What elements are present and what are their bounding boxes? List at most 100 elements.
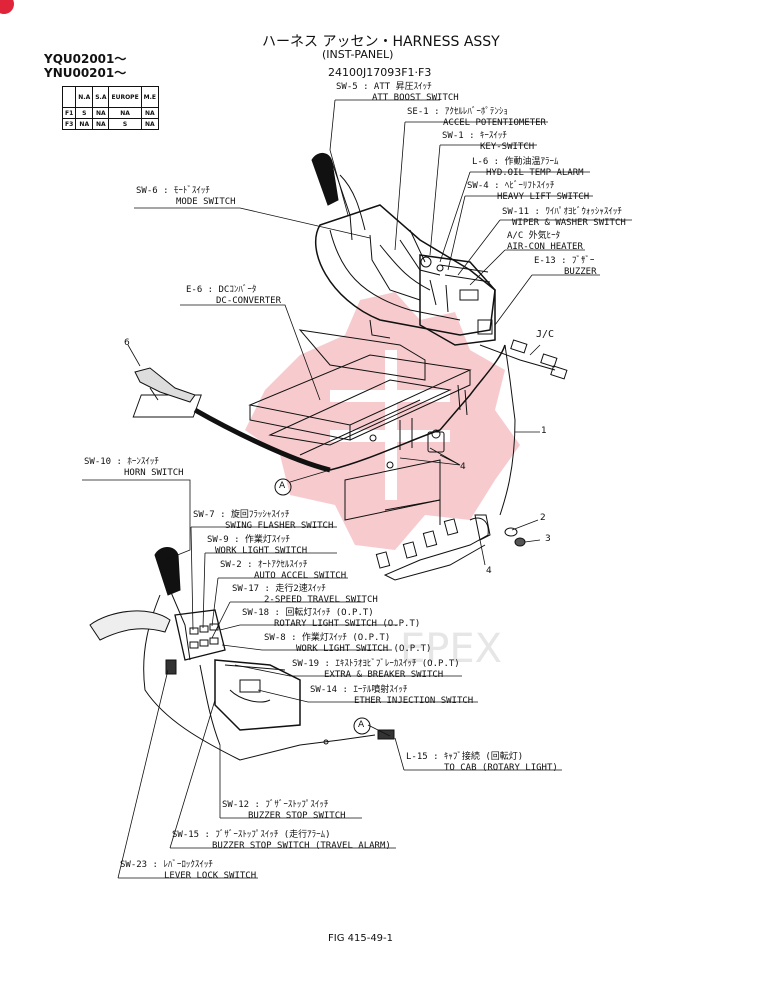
figure-number: FIG 415-49-1 xyxy=(328,933,394,944)
callout-en: ATT BOOST SWITCH xyxy=(372,93,459,103)
callout-en: DC-CONVERTER xyxy=(216,296,282,306)
callout-jp: SW-17 : 走行2速ｽｲｯﾁ xyxy=(232,584,326,594)
callout-en: WIPER & WASHER SWITCH xyxy=(512,218,626,228)
callout-jp: SE-1 : ｱｸｾﾙﾚﾊﾞｰﾎﾟﾃﾝｼｮ xyxy=(407,107,508,117)
table-header-cell: EUROPE xyxy=(108,86,142,108)
callout-en: WORK LIGHT SWITCH xyxy=(215,546,308,556)
callout-jp: SW-18 : 回転灯ｽｲｯﾁ (O.P.T) xyxy=(242,608,374,618)
page-title: ハーネス アッセン・HARNESS ASSY xyxy=(262,34,500,50)
left-console-assy xyxy=(89,547,395,761)
callout-sw23: SW-23 : ﾚﾊﾞｰﾛｯｸｽｲｯﾁ LEVER LOCK SWITCH xyxy=(120,860,256,882)
callout-sw15: SW-15 : ﾌﾞｻﾞｰｽﾄｯﾌﾟｽｲｯﾁ (走行ｱﾗｰﾑ) BUZZER S… xyxy=(172,830,391,852)
table-cell: NA xyxy=(75,118,94,130)
callout-sw7: SW-7 : 旋回ﾌﾗｯｼｬｽｲｯﾁ SWING FLASHER SWITCH xyxy=(193,510,333,532)
callout-jp: L-15 : ｷｬﾌﾞ接続 (回転灯) xyxy=(406,752,524,762)
table-cell: NA xyxy=(92,107,110,119)
callout-en: KEY-SWITCH xyxy=(480,142,535,152)
callout-sw1: SW-1 : ｷｰｽｲｯﾁ KEY-SWITCH xyxy=(442,131,534,153)
callout-en: 2-SPEED TRAVEL SWITCH xyxy=(264,595,378,605)
callout-jp: SW-12 : ﾌﾞｻﾞｰｽﾄｯﾌﾟｽｲｯﾁ xyxy=(222,800,329,810)
callout-jp: SW-6 : ﾓｰﾄﾞｽｲｯﾁ xyxy=(136,186,210,196)
callout-jp: SW-1 : ｷｰｽｲｯﾁ xyxy=(442,131,507,141)
page-subtitle: (INST-PANEL) xyxy=(322,48,394,61)
callout-ac: A/C 外気ﾋｰﾀ AIR-CON HEATER xyxy=(507,231,583,253)
callout-en: HEAVY LIFT SWITCH xyxy=(497,192,590,202)
table-cell: F3 xyxy=(61,118,77,130)
callout-jp: SW-10 : ﾎｰﾝｽｲｯﾁ xyxy=(84,457,159,467)
callout-en: ACCEL POTENTIOMETER xyxy=(443,118,546,128)
callout-en: AUTO ACCEL SWITCH xyxy=(254,571,347,581)
callout-jp: SW-7 : 旋回ﾌﾗｯｼｬｽｲｯﾁ xyxy=(193,510,290,520)
callout-jp: J/C xyxy=(536,329,555,340)
table-cell: NA xyxy=(92,118,110,130)
table-cell: NA xyxy=(140,118,160,130)
callout-en: EXTRA & BREAKER SWITCH xyxy=(324,670,444,680)
callout-l6: L-6 : 作動油温ｱﾗｰﾑ HYD.OIL TEMP ALARM xyxy=(472,157,584,179)
table-header-cell: S.A xyxy=(92,86,110,108)
table-cell: NA xyxy=(108,107,142,119)
callout-jp: L-6 : 作動油温ｱﾗｰﾑ xyxy=(472,157,559,167)
table-cell: F1 xyxy=(61,107,77,119)
callout-jp: SW-23 : ﾚﾊﾞｰﾛｯｸｽｲｯﾁ xyxy=(120,860,213,870)
callout-en: HYD.OIL TEMP ALARM xyxy=(486,168,584,178)
callout-sw12: SW-12 : ﾌﾞｻﾞｰｽﾄｯﾌﾟｽｲｯﾁ BUZZER STOP SWITC… xyxy=(222,800,346,822)
table-header-cell: N.A xyxy=(75,86,94,108)
callout-l15: L-15 : ｷｬﾌﾞ接続 (回転灯) TO CAB (ROTARY LIGHT… xyxy=(406,752,558,774)
leader-lines xyxy=(82,99,632,879)
callout-e6: E-6 : DCｺﾝﾊﾞｰﾀ DC-CONVERTER xyxy=(186,285,281,307)
corner-badge xyxy=(0,0,14,14)
callout-en: AIR-CON HEATER xyxy=(507,242,583,252)
callout-jp: SW-15 : ﾌﾞｻﾞｰｽﾄｯﾌﾟｽｲｯﾁ (走行ｱﾗｰﾑ) xyxy=(172,830,331,840)
part-ref-4: 4 xyxy=(460,462,466,472)
callout-en: BUZZER STOP SWITCH xyxy=(248,811,346,821)
callout-jp: SW-8 : 作業灯ｽｲｯﾁ (O.P.T) xyxy=(264,633,391,643)
callout-se1: SE-1 : ｱｸｾﾙﾚﾊﾞｰﾎﾟﾃﾝｼｮ ACCEL POTENTIOMETE… xyxy=(407,107,546,129)
part-ref-1: 1 xyxy=(541,426,547,436)
part-number: 24100J17093F1·F3 xyxy=(328,66,432,79)
callout-e13: E-13 : ﾌﾞｻﾞｰ BUZZER xyxy=(534,256,597,278)
serial-range-1: YQU02001～ xyxy=(44,52,127,66)
connector-ref-a: A xyxy=(358,720,365,730)
callout-jc: J/C xyxy=(536,329,554,340)
floor-frame xyxy=(132,354,472,525)
callout-sw17: SW-17 : 走行2速ｽｲｯﾁ 2-SPEED TRAVEL SWITCH xyxy=(232,584,378,606)
callout-en: WORK LIGHT SWITCH (O.P.T) xyxy=(296,644,432,654)
table-cell: NA xyxy=(140,107,160,119)
part-ref-2: 2 xyxy=(540,513,546,523)
table-header-cell: M.E xyxy=(140,86,160,108)
connector-ref-a: A xyxy=(279,481,286,491)
callout-en: HORN SWITCH xyxy=(124,468,184,478)
table-header-cell xyxy=(61,86,77,108)
callout-sw2: SW-2 : ｵｰﾄｱｸｾﾙｽｲｯﾁ AUTO ACCEL SWITCH xyxy=(220,560,346,582)
part-ref-4: 4 xyxy=(486,566,492,576)
table-cell: S xyxy=(108,118,142,130)
callout-sw14: SW-14 : ｴｰﾃﾙ噴射ｽｲｯﾁ ETHER INJECTION SWITC… xyxy=(310,685,473,707)
callout-en: ROTARY LIGHT SWITCH (O.P.T) xyxy=(274,619,421,629)
callout-jp: E-6 : DCｺﾝﾊﾞｰﾀ xyxy=(186,285,257,295)
callout-jp: SW-9 : 作業灯ｽｲｯﾁ xyxy=(207,535,290,545)
callout-en: ETHER INJECTION SWITCH xyxy=(354,696,474,706)
watermark-text: EPEX xyxy=(400,626,502,672)
part-ref-6: 6 xyxy=(124,338,130,348)
table-header-row: N.A S.A EUROPE M.E xyxy=(61,86,160,108)
table-cell: S xyxy=(75,107,94,119)
callout-sw18: SW-18 : 回転灯ｽｲｯﾁ (O.P.T) ROTARY LIGHT SWI… xyxy=(242,608,420,630)
callout-en: LEVER LOCK SWITCH xyxy=(164,871,257,881)
serial-range-2: YNU00201～ xyxy=(44,66,127,80)
callout-sw11: SW-11 : ﾜｲﾊﾟｵﾖﾋﾞｳｫｯｼｬｽｲｯﾁ WIPER & WASHER… xyxy=(502,207,626,229)
callout-sw4: SW-4 : ﾍﾋﾞｰﾘﾌﾄｽｲｯﾁ HEAVY LIFT SWITCH xyxy=(467,181,589,203)
callout-jp: A/C 外気ﾋｰﾀ xyxy=(507,231,561,241)
callout-sw19: SW-19 : ｴｷｽﾄﾗｵﾖﾋﾞﾌﾞﾚｰｶｽｲｯﾁ (O.P.T) EXTRA… xyxy=(292,659,460,681)
callout-sw6: SW-6 : ﾓｰﾄﾞｽｲｯﾁ MODE SWITCH xyxy=(136,186,236,208)
callout-sw8: SW-8 : 作業灯ｽｲｯﾁ (O.P.T) WORK LIGHT SWITCH… xyxy=(264,633,431,655)
callout-en: BUZZER STOP SWITCH (TRAVEL ALARM) xyxy=(212,841,391,851)
callout-en: BUZZER xyxy=(564,267,597,277)
callout-jp: SW-19 : ｴｷｽﾄﾗｵﾖﾋﾞﾌﾞﾚｰｶｽｲｯﾁ (O.P.T) xyxy=(292,659,460,669)
callout-jp: SW-2 : ｵｰﾄｱｸｾﾙｽｲｯﾁ xyxy=(220,560,308,570)
callout-jp: SW-4 : ﾍﾋﾞｰﾘﾌﾄｽｲｯﾁ xyxy=(467,181,555,191)
table-row: F1 S NA NA NA xyxy=(61,107,160,119)
callout-sw5: SW-5 : ATT 昇圧ｽｲｯﾁ ATT BOOST SWITCH xyxy=(336,82,459,104)
callout-jp: SW-5 : ATT 昇圧ｽｲｯﾁ xyxy=(336,82,432,92)
